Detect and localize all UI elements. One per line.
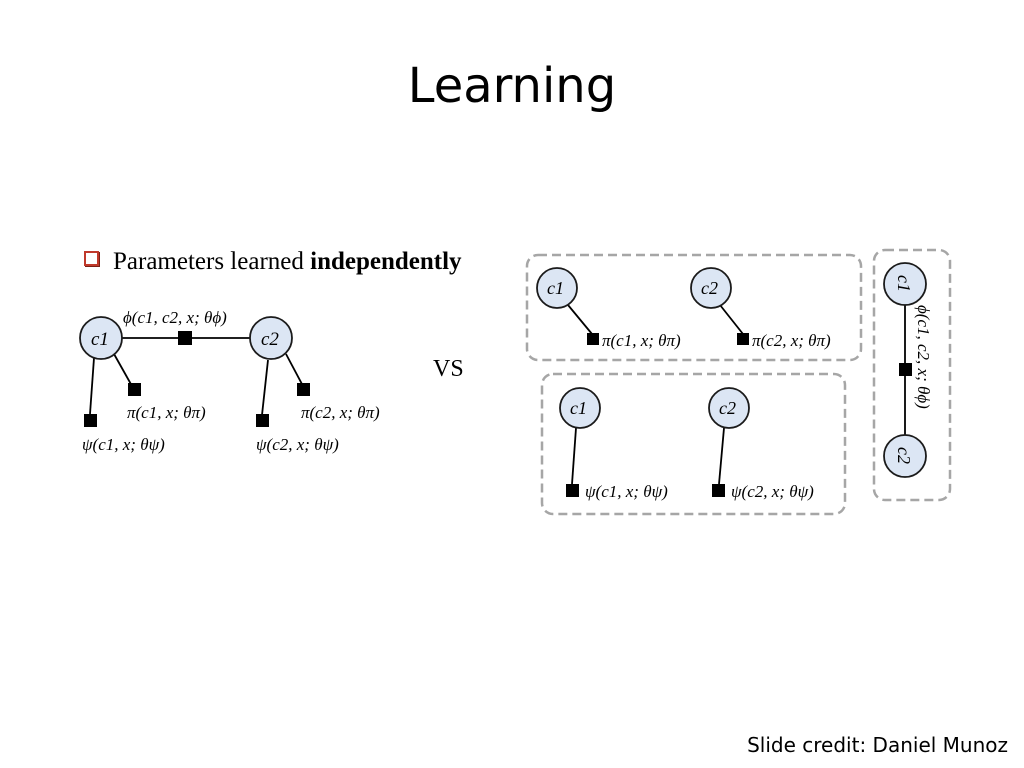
factor-pi-c1 bbox=[128, 383, 141, 396]
node-label-c1: c1 bbox=[91, 329, 109, 350]
psi-label-c1: ψ(c1, x; θψ) bbox=[585, 482, 668, 501]
joint-factor-graph: c1 c2 ϕ(c1, c2, x; θϕ) π(c1, x; θπ) ψ(c1… bbox=[79, 308, 380, 454]
label-phi: ϕ(c1, c2, x; θϕ) bbox=[123, 308, 227, 327]
node-label-c2: c2 bbox=[261, 329, 279, 350]
vs-label: VS bbox=[433, 356, 464, 382]
psi-node-c2 bbox=[708, 387, 750, 429]
node-c2 bbox=[249, 316, 293, 360]
factor-phi bbox=[178, 331, 192, 345]
psi-factor-c2 bbox=[712, 484, 725, 497]
factor-psi-c2 bbox=[256, 414, 269, 427]
pi-node-label-c2: c2 bbox=[701, 278, 718, 298]
label-psi-c1: ψ(c1, x; θψ) bbox=[82, 435, 165, 454]
checkbox-bullet-icon bbox=[84, 251, 99, 266]
psi-factor-c1 bbox=[566, 484, 579, 497]
node-c1 bbox=[79, 316, 123, 360]
pi-subgraph: c1 c2 π(c1, x; θπ) π(c2, x; θπ) bbox=[525, 253, 863, 362]
psi-label-c2: ψ(c2, x; θψ) bbox=[731, 482, 814, 501]
phi-subgraph: c1 c2 ϕ(c1, c2, x; θϕ) bbox=[872, 248, 952, 502]
bullet-text: Parameters learned bbox=[113, 248, 311, 275]
label-psi-c2: ψ(c2, x; θψ) bbox=[256, 435, 339, 454]
psi-node-c1 bbox=[559, 387, 601, 429]
pi-label-c2: π(c2, x; θπ) bbox=[752, 331, 831, 350]
pi-node-c2 bbox=[690, 267, 732, 309]
pi-factor-c2 bbox=[737, 333, 749, 345]
psi-subgraph: c1 c2 ψ(c1, x; θψ) ψ(c2, x; θψ) bbox=[540, 372, 847, 516]
psi-node-label-c1: c1 bbox=[570, 398, 587, 418]
phi-node-c2 bbox=[883, 434, 927, 478]
phi-factor bbox=[899, 363, 912, 376]
phi-node-label-c2: c2 bbox=[894, 447, 914, 464]
pi-node-c1 bbox=[536, 267, 578, 309]
psi-node-label-c2: c2 bbox=[719, 398, 736, 418]
pi-factor-c1 bbox=[587, 333, 599, 345]
pi-node-label-c1: c1 bbox=[547, 278, 564, 298]
label-pi-c2: π(c2, x; θπ) bbox=[301, 403, 380, 422]
phi-label: ϕ(c1, c2, x; θϕ) bbox=[914, 305, 933, 409]
phi-node-c1 bbox=[883, 262, 927, 306]
label-pi-c1: π(c1, x; θπ) bbox=[127, 403, 206, 422]
factor-psi-c1 bbox=[84, 414, 97, 427]
pi-label-c1: π(c1, x; θπ) bbox=[602, 331, 681, 350]
phi-node-label-c1: c1 bbox=[894, 275, 914, 292]
bullet-point: Parameters learned independently bbox=[84, 248, 462, 276]
slide-title: Learning bbox=[407, 58, 617, 114]
bullet-emphasis: independently bbox=[310, 248, 462, 275]
slide-credit: Slide credit: Daniel Munoz bbox=[747, 733, 1008, 757]
factor-pi-c2 bbox=[297, 383, 310, 396]
